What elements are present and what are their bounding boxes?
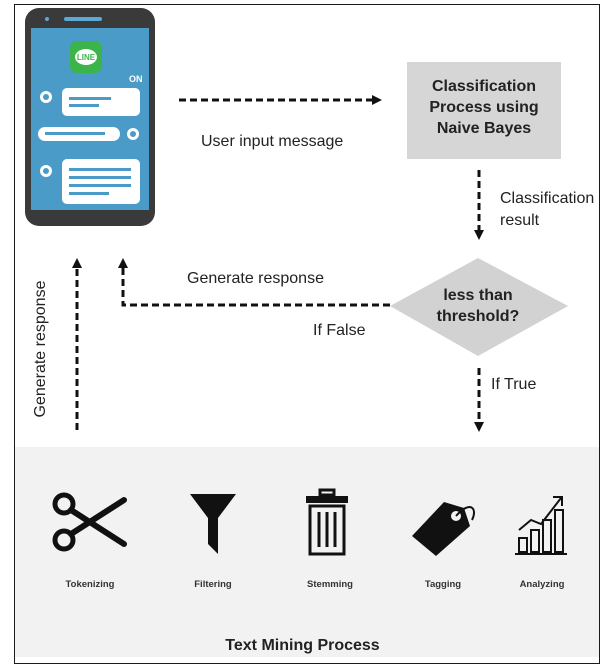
trash-bin-icon bbox=[306, 488, 348, 556]
classification-process-box bbox=[407, 62, 561, 159]
generate-response-vertical-label: Generate response bbox=[32, 280, 49, 418]
threshold-decision-diamond bbox=[390, 258, 568, 356]
user-input-label: User input message bbox=[201, 133, 344, 150]
step-label-tokenizing: Tokenizing bbox=[65, 579, 115, 590]
step-label-stemming: Stemming bbox=[307, 579, 353, 590]
decision-line2: threshold? bbox=[436, 308, 520, 325]
funnel-icon bbox=[190, 494, 236, 554]
classification-result-label-line2: result bbox=[500, 212, 540, 229]
if-true-label: If True bbox=[491, 376, 537, 393]
if-false-label: If False bbox=[313, 322, 366, 339]
arrow-if-false-response bbox=[118, 258, 390, 307]
classification-box-line1: Classification bbox=[431, 78, 537, 95]
classification-box-line2: Process using bbox=[429, 99, 539, 116]
step-label-analyzing: Analyzing bbox=[519, 579, 565, 590]
line-app-badge-text: LINE bbox=[77, 53, 96, 62]
on-label: ON bbox=[129, 74, 143, 84]
step-label-filtering: Filtering bbox=[194, 579, 232, 590]
text-mining-panel bbox=[15, 447, 599, 657]
scissors-icon bbox=[52, 492, 127, 552]
text-mining-title: Text Mining Process bbox=[225, 637, 380, 654]
growth-chart-icon bbox=[515, 496, 567, 555]
classification-box-line3: Naive Bayes bbox=[436, 120, 532, 137]
step-label-tagging: Tagging bbox=[424, 579, 462, 590]
classification-result-label-line1: Classification bbox=[500, 190, 595, 207]
decision-line1: less than bbox=[443, 287, 513, 304]
tag-icon bbox=[412, 502, 475, 556]
generate-response-label: Generate response bbox=[187, 270, 324, 287]
smartphone-icon bbox=[25, 8, 155, 226]
